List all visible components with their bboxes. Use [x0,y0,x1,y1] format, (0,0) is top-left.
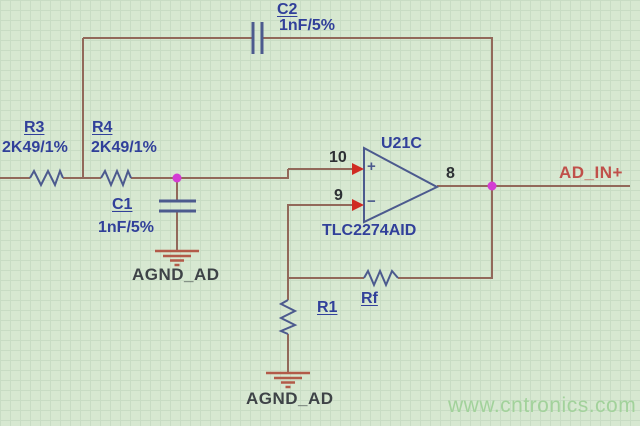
resistor-rf-symbol [363,268,399,288]
resistor-r1-symbol [278,299,298,335]
label-r4-ref: R4 [92,119,113,136]
net-label-ad-in-plus: AD_IN+ [559,163,623,182]
label-c1-value: 1nF/5% [98,219,155,236]
label-pin-8: 8 [446,165,455,182]
opamp-minus-sign: − [367,193,376,210]
opamp-plus-sign: + [367,158,376,175]
label-agnd-r1: AGND_AD [246,389,334,408]
ground-symbol-c1 [155,249,199,267]
label-c2-value: 1nF/5% [279,17,336,34]
label-r4-value: 2K49/1% [91,139,157,156]
label-r3-value: 2K49/1% [2,139,68,156]
label-opamp-part: TLC2274AID [322,222,417,239]
ground-symbol-r1 [266,371,310,389]
label-rf-ref: Rf [361,290,378,307]
label-pin-10: 10 [329,149,347,166]
inverting-pin-arrow-icon [352,199,364,211]
label-c2-ref: C2 [277,1,298,18]
watermark: www.cntronics.com [448,394,637,417]
label-agnd-c1: AGND_AD [132,265,220,284]
label-pin-9: 9 [334,187,343,204]
junction-dot-output [487,181,497,191]
label-r3-ref: R3 [24,119,45,136]
junction-dot-c1 [172,173,182,183]
resistor-r3-symbol [29,168,64,188]
label-r1-ref: R1 [317,299,338,316]
opamp-triangle [363,146,440,224]
label-c1-ref: C1 [112,196,133,213]
label-opamp-ref: U21C [381,135,422,152]
resistor-r4-symbol [100,168,132,188]
noninverting-pin-arrow-icon [352,163,364,175]
